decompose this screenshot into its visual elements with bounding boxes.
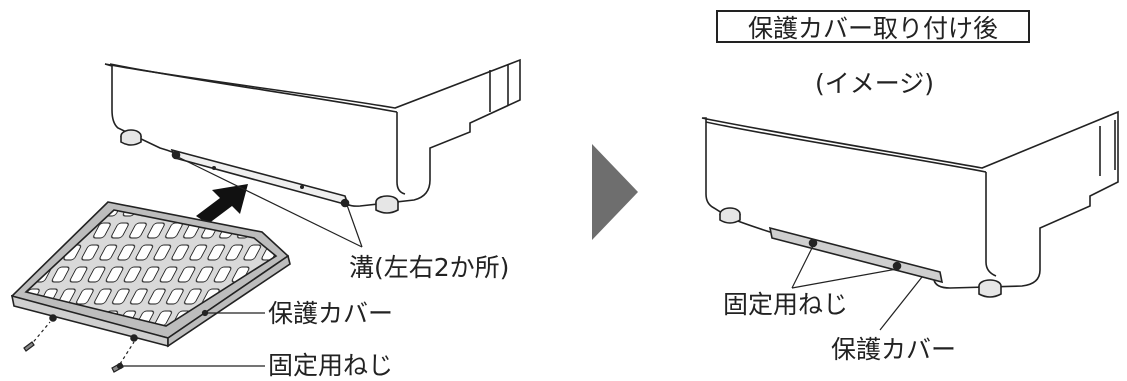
washing-machine-left xyxy=(104,58,521,214)
groove-label: 溝(左右2か所) xyxy=(349,253,510,282)
washing-machine-right xyxy=(701,110,1119,298)
protective-cover-left xyxy=(10,201,291,348)
leader-lines-right xyxy=(791,245,923,331)
right-triangle-icon xyxy=(592,144,638,240)
leader-lines-left xyxy=(116,156,363,370)
screw-label-left: 固定用ねじ xyxy=(268,351,394,380)
cover-label-left: 保護カバー xyxy=(268,299,394,328)
screw-label-right: 固定用ねじ xyxy=(723,290,849,319)
up-right-arrow-icon xyxy=(196,184,248,224)
page-title: 保護カバー取り付け後 xyxy=(716,10,1030,43)
image-note: (イメージ) xyxy=(815,69,935,98)
cover-label-right: 保護カバー xyxy=(831,335,957,364)
